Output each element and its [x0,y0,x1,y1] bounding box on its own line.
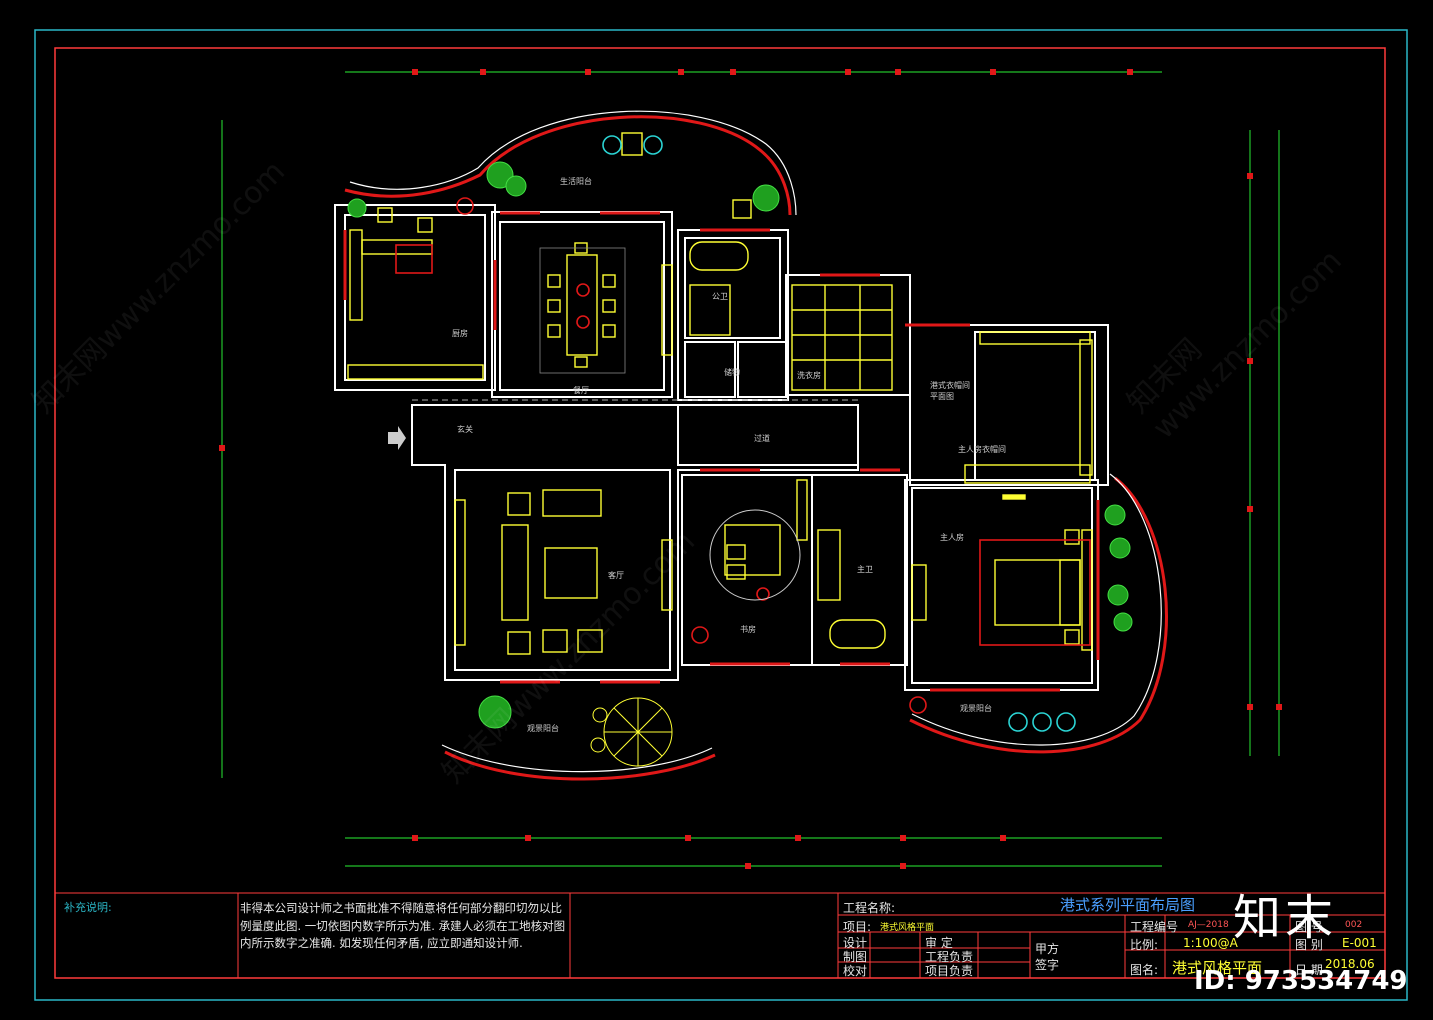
furniture [347,132,1093,655]
sign-label: 签字 [1035,958,1060,972]
review-label: 审 定 [925,936,953,950]
room-label-living-balcony: 生活阳台 [560,177,592,186]
room-label-storage: 储物 [724,368,740,377]
study-rug [709,509,801,601]
room-label-study: 书房 [740,625,756,634]
room-label-living: 客厅 [608,571,624,580]
windows [343,211,1100,692]
check-label: 校对 [843,964,868,978]
project-value: 港式风格平面 [880,923,935,933]
date-label: 日 期 [1295,963,1323,977]
project-lead-label: 项目负责 [925,964,974,978]
plants [347,161,1133,729]
scale-label: 比例: [1130,938,1159,952]
room-label-corridor: 过道 [754,434,770,443]
room-label-hk-wardrobe: 港式衣帽间平面图 [930,381,970,401]
room-label-master-wardrobe: 主人房衣帽间 [958,445,1006,454]
title-block [55,892,1385,978]
image-id-label: ID: 973534749 [1194,966,1408,996]
notes-label: 补充说明: [64,901,112,914]
room-label-leisure-balcony-right: 观景阳台 [960,704,992,713]
patio-umbrella [590,697,673,767]
category-value: E-001 [1342,936,1377,950]
room-label-public-wc: 公卫 [712,292,728,301]
scale-value: 1:100@A [1183,936,1238,950]
balcony-chairs [602,135,1076,732]
project-no-value: AJ—2018 [1188,920,1229,930]
notes-text: 非得本公司设计师之书面批准不得随意将任何部分翻印切勿以比例量度此图. 一切依图内… [240,901,566,950]
room-label-master-bath: 主卫 [857,565,873,574]
rugs [395,197,1091,714]
project-no-label: 工程编号 [1130,920,1179,934]
category-label: 图 别 [1295,938,1323,952]
balcony-curves [344,115,1168,781]
project-label: 项目: [843,920,872,934]
room-label-master-bed: 主人房 [940,533,964,542]
entry-arrow [388,426,406,450]
znzmo-logo: 知末 [1233,890,1338,946]
outer-frame [34,29,1408,1001]
room-label-foyer: 玄关 [457,425,473,434]
date-value: 2018.06 [1325,957,1375,971]
client-label: 甲方 [1035,942,1060,956]
drawing-name-label: 图名: [1130,963,1159,977]
inner-frame [54,47,1386,979]
drawing-no-value: 002 [1345,920,1363,930]
engineer-label: 工程负责 [925,950,974,964]
room-label-laundry: 洗衣房 [797,371,821,380]
drawing-title: 港式系列平面布局图 [1060,896,1196,914]
room-label-leisure-balcony-left: 观景阳台 [527,724,559,733]
room-label-dining: 餐厅 [573,386,589,395]
dimension-ticks [219,69,1282,869]
draw-label: 制图 [843,950,868,964]
room-label-kitchen: 厨房 [452,329,468,338]
project-name-label: 工程名称: [843,901,896,915]
drawing-name-value: 港式风格平面 [1172,959,1263,977]
drawing-no-label: 图 号 [1295,920,1323,934]
design-label: 设计 [843,936,868,950]
